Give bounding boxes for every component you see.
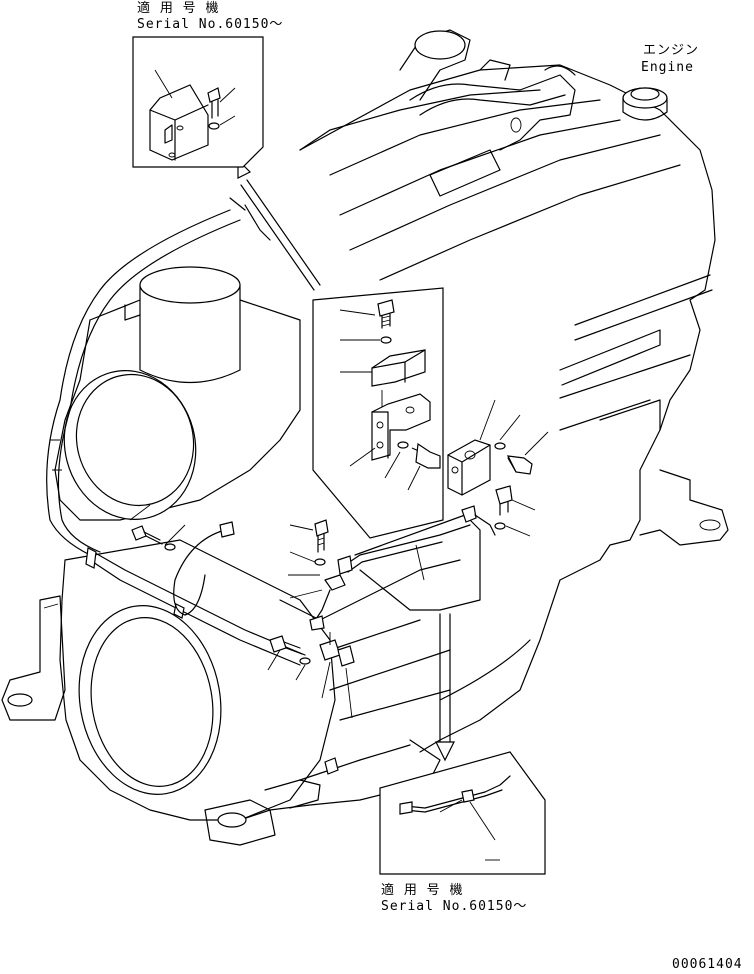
arrow-to-bottom-inset: [435, 613, 455, 762]
arrow-to-top-inset: [237, 158, 321, 291]
wire-callout: [288, 505, 496, 631]
top-inset-serial: Serial No.60150～: [137, 17, 284, 32]
relay-unit: [447, 399, 549, 537]
engine-block: [239, 29, 729, 821]
bottom-inset-title-jp: 適 用 号 機: [381, 883, 464, 898]
bottom-detail-inset: [379, 751, 546, 875]
drawing-number: 00061404: [672, 957, 743, 972]
top-inset-title-jp: 適 用 号 機: [137, 1, 220, 16]
engine-label-en: Engine: [641, 60, 694, 75]
bolt-left-group: [129, 504, 186, 551]
top-detail-inset: [132, 36, 264, 168]
bottom-inset-serial: Serial No.60150～: [381, 899, 528, 914]
engine-label-jp: エンジン: [643, 43, 700, 58]
bolt-lower-group: [267, 632, 355, 719]
wiring-harness: [85, 521, 411, 781]
center-detail-box: [312, 287, 444, 539]
air-cleaner-housing: [1, 197, 336, 846]
